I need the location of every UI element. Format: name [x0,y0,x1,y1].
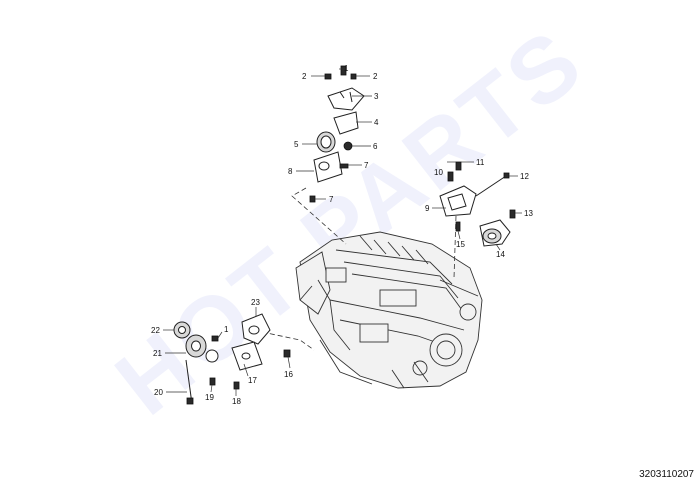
callout-19: 19 [205,393,214,402]
lower-left-mount-assembly [173,313,291,405]
washer [205,349,219,363]
right-mount-assembly [439,161,516,247]
bolt [233,381,240,390]
callout-11: 11 [476,158,485,167]
bolt [309,195,316,203]
nut [350,73,357,80]
callout-22: 22 [151,326,160,335]
callout-8: 8 [288,167,293,176]
callout-2: 2 [373,72,378,81]
callout-17: 17 [248,376,257,385]
callout-21: 21 [153,349,162,358]
callout-1: 1 [344,64,349,73]
callout-15: 15 [456,240,465,249]
bolt [509,209,516,219]
callout-9: 9 [425,204,430,213]
upper-bracket [327,87,365,111]
mount-bracket [333,111,359,135]
callout-labels: 1 2 2 3 4 5 6 7 7 8 9 10 11 12 13 14 15 … [151,64,533,406]
callout-7: 7 [364,161,369,170]
callout-1: 1 [224,325,229,334]
callout-12: 12 [520,172,529,181]
bolt [455,161,462,171]
bolt [447,171,454,182]
upper-mount-assembly [309,65,365,203]
callout-10: 10 [434,168,443,177]
callout-23: 23 [251,298,260,307]
callout-13: 13 [524,209,533,218]
nut [211,335,219,342]
nut [324,73,332,80]
callout-16: 16 [284,370,293,379]
callout-3: 3 [374,92,379,101]
bolt [283,349,291,358]
callout-18: 18 [232,397,241,406]
bolt [339,163,349,169]
callout-7: 7 [329,195,334,204]
callout-5: 5 [294,140,299,149]
washer [343,141,353,151]
callout-20: 20 [154,388,163,397]
long-bolt [185,359,193,405]
callout-6: 6 [373,142,378,151]
callout-4: 4 [374,118,379,127]
callout-14: 14 [496,250,505,259]
drawing-number: 3203110207 [639,469,694,480]
callout-2: 2 [302,72,307,81]
long-bolt [475,175,507,197]
leader-lines [163,68,522,396]
bolt [340,65,347,76]
bolt [209,377,216,386]
bolt [455,221,461,232]
engine-illustration [295,231,483,389]
